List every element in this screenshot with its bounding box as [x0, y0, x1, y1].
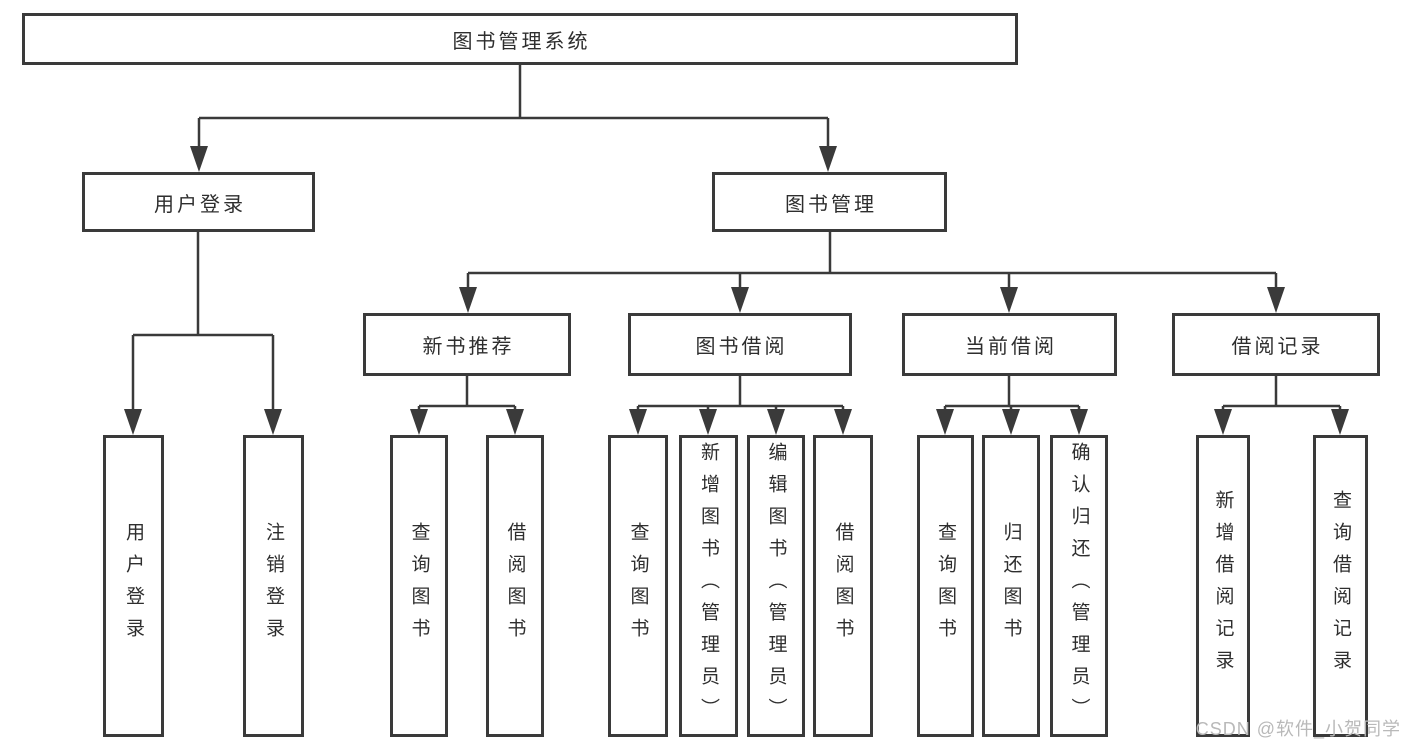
- leaf-return-books: 归还图书: [982, 435, 1040, 737]
- leaf-label: 注销登录: [263, 522, 284, 650]
- leaf-edit-books-admin: 编辑图书（管理员）: [747, 435, 805, 737]
- leaf-confirm-return-admin: 确认归还（管理员）: [1050, 435, 1108, 737]
- node-book-management: 图书管理: [712, 172, 947, 232]
- csdn-watermark: CSDN @软件_小贺同学: [1195, 719, 1401, 739]
- node-label: 当前借阅: [965, 336, 1057, 358]
- leaf-logout: 注销登录: [243, 435, 304, 737]
- node-current-borrowing: 当前借阅: [902, 313, 1117, 376]
- leaf-label: 借阅图书: [832, 522, 854, 650]
- node-label: 图书管理系统: [452, 30, 591, 53]
- node-label: 用户登录: [154, 193, 246, 216]
- node-book-borrowing: 图书借阅: [628, 313, 852, 376]
- leaf-label: 查询图书: [935, 522, 956, 650]
- leaf-add-borrow-record: 新增借阅记录: [1196, 435, 1250, 737]
- leaf-query-books-recommend: 查询图书: [390, 435, 448, 737]
- node-label: 新书推荐: [422, 336, 515, 358]
- node-label: 图书借阅: [695, 336, 788, 358]
- node-label: 图书管理: [785, 193, 877, 216]
- leaf-label: 新增图书（管理员）: [698, 442, 719, 730]
- leaf-user-login: 用户登录: [103, 435, 164, 737]
- leaf-label: 编辑图书（管理员）: [765, 442, 787, 730]
- node-new-book-recommend: 新书推荐: [363, 313, 571, 376]
- leaf-borrow-books: 借阅图书: [813, 435, 873, 737]
- leaf-add-books-admin: 新增图书（管理员）: [679, 435, 738, 737]
- leaf-query-books-borrowing: 查询图书: [608, 435, 668, 737]
- node-borrow-records: 借阅记录: [1172, 313, 1380, 376]
- leaf-query-borrow-record: 查询借阅记录: [1313, 435, 1368, 737]
- leaf-label: 用户登录: [123, 522, 144, 650]
- leaf-label: 确认归还（管理员）: [1068, 442, 1090, 730]
- node-library-management-system: 图书管理系统: [22, 13, 1018, 65]
- leaf-label: 归还图书: [1000, 522, 1022, 650]
- leaf-label: 查询借阅记录: [1330, 490, 1351, 682]
- leaf-label: 借阅图书: [504, 522, 526, 650]
- leaf-query-books-current: 查询图书: [917, 435, 974, 737]
- node-label: 借阅记录: [1231, 336, 1324, 358]
- leaf-label: 查询图书: [408, 522, 430, 650]
- leaf-borrow-books-recommend: 借阅图书: [486, 435, 544, 737]
- leaf-label: 新增借阅记录: [1212, 490, 1234, 682]
- leaf-label: 查询图书: [627, 522, 649, 650]
- node-user-login: 用户登录: [82, 172, 315, 232]
